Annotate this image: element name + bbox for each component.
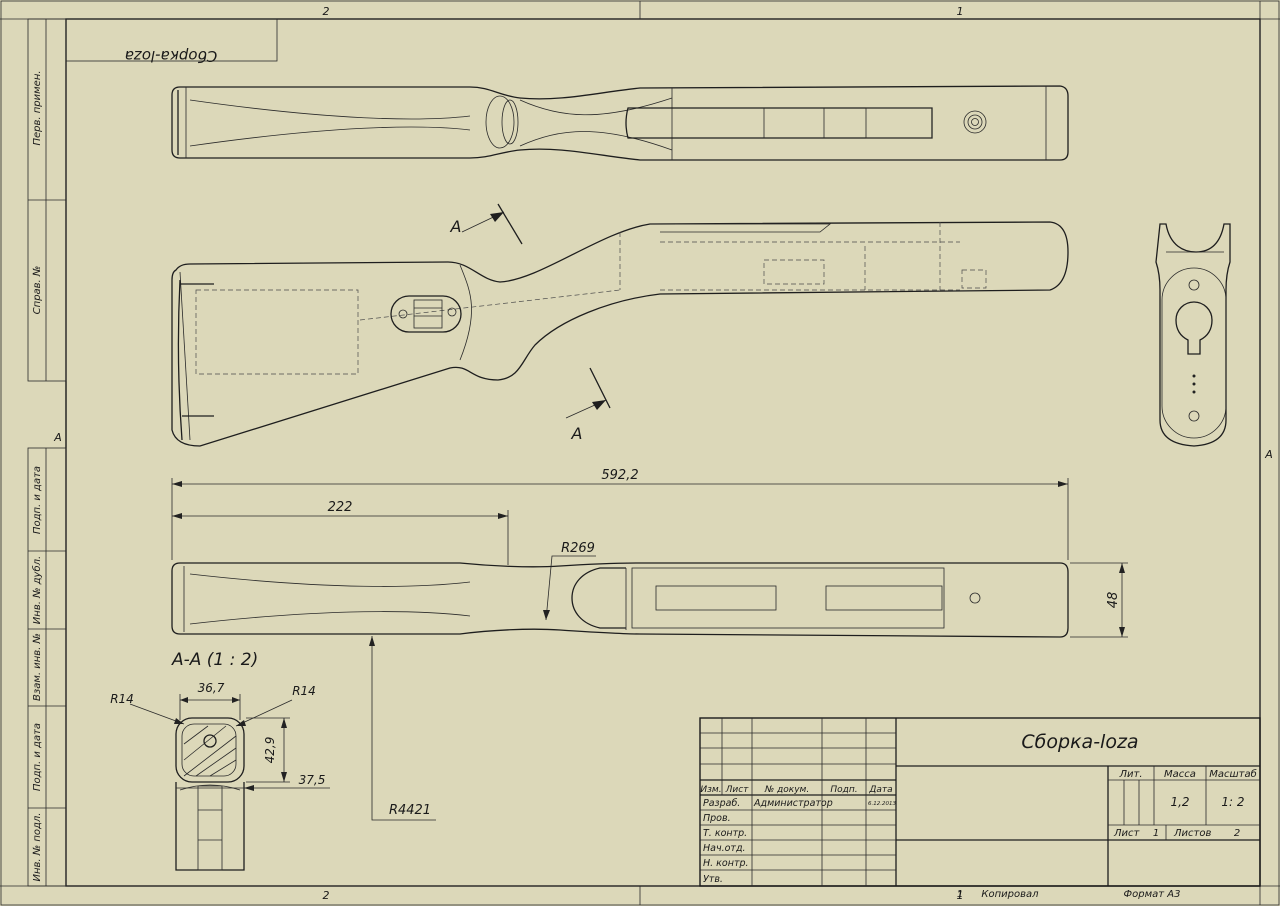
scale-value: 1: 2	[1221, 795, 1244, 809]
dimension-height: 48	[1106, 592, 1121, 609]
col-header-doc: № докум.	[764, 785, 809, 795]
mass-value: 1,2	[1170, 795, 1189, 809]
dimension-grip-length: 222	[328, 500, 353, 515]
section-title: A-A (1 : 2)	[171, 650, 258, 670]
bottom-view	[171, 562, 1069, 638]
row-label-prov: Пров.	[703, 813, 731, 824]
lit-label: Лит.	[1118, 769, 1142, 780]
row-label-razrab: Разраб.	[703, 798, 740, 809]
col-header-list: Лист	[725, 785, 750, 795]
footer-copied: Копировал	[981, 889, 1039, 900]
zone-label-right: A	[1264, 448, 1273, 461]
section-mark-upper: A	[450, 217, 462, 236]
col-header-izm: Изм.	[700, 785, 721, 795]
row-label-nkontr: Н. контр.	[703, 858, 749, 869]
title-block-name: Сборка-loza	[1021, 731, 1138, 753]
sheets-value: 2	[1234, 828, 1240, 839]
dimension-lines	[171, 478, 1128, 821]
mass-label: Масса	[1164, 769, 1196, 780]
section-r-left: R14	[110, 692, 134, 706]
row-label-utv: Утв.	[703, 874, 723, 885]
section-width-top: 36,7	[198, 681, 225, 695]
footer-format: Формат А3	[1124, 889, 1181, 900]
zone-label-top-right: 1	[957, 5, 964, 18]
side-stamp	[27, 18, 67, 887]
row-label-nachotd: Нач.отд.	[703, 843, 746, 854]
row-name-razrab: Администратор	[753, 798, 833, 809]
mirrored-title: Сборка-loza	[125, 47, 218, 65]
side-label-1: Перв. примен.	[32, 70, 43, 145]
row-label-tkontr: Т. контр.	[703, 828, 747, 839]
side-label-6: Подп. и дата	[32, 723, 43, 791]
zone-label-bottom-right: 1	[957, 889, 964, 902]
section-mark-lower: A	[571, 424, 583, 443]
side-view	[171, 221, 1069, 447]
dimension-overall-length: 592,2	[601, 468, 638, 483]
section-a-a	[129, 694, 330, 871]
side-label-3: Подп. и дата	[32, 466, 43, 534]
sheet-value: 1	[1153, 828, 1159, 839]
top-view	[171, 85, 1069, 161]
col-header-sign: Подп.	[830, 785, 857, 795]
scale-label: Масштаб	[1209, 768, 1257, 780]
zone-label-top-left: 2	[323, 5, 330, 18]
end-view	[1155, 223, 1231, 447]
section-r-right: R14	[292, 684, 316, 698]
footer-index: 1	[957, 889, 963, 900]
sheets-label: Листов	[1173, 828, 1211, 839]
side-label-4: Инв. № дубл.	[31, 556, 43, 624]
dimension-radius-r269: R269	[561, 541, 595, 556]
zone-label-left: A	[53, 431, 62, 444]
dimension-radius-r4421: R4421	[389, 803, 431, 818]
section-width-bottom: 37,5	[299, 773, 326, 787]
title-block	[699, 717, 1261, 887]
side-label-7: Инв. № подл.	[32, 813, 43, 882]
sheet-label: Лист	[1113, 828, 1141, 839]
side-label-5: Взам. инв. №	[32, 633, 43, 701]
row-date-razrab: 6.12.2013	[868, 801, 896, 807]
section-cut-marks	[461, 203, 611, 419]
zone-label-bottom-left: 2	[323, 889, 330, 902]
col-header-date: Дата	[868, 785, 892, 795]
mirrored-title-box	[65, 18, 278, 62]
side-label-2: Справ. №	[32, 266, 43, 315]
section-height: 42,9	[263, 737, 277, 764]
